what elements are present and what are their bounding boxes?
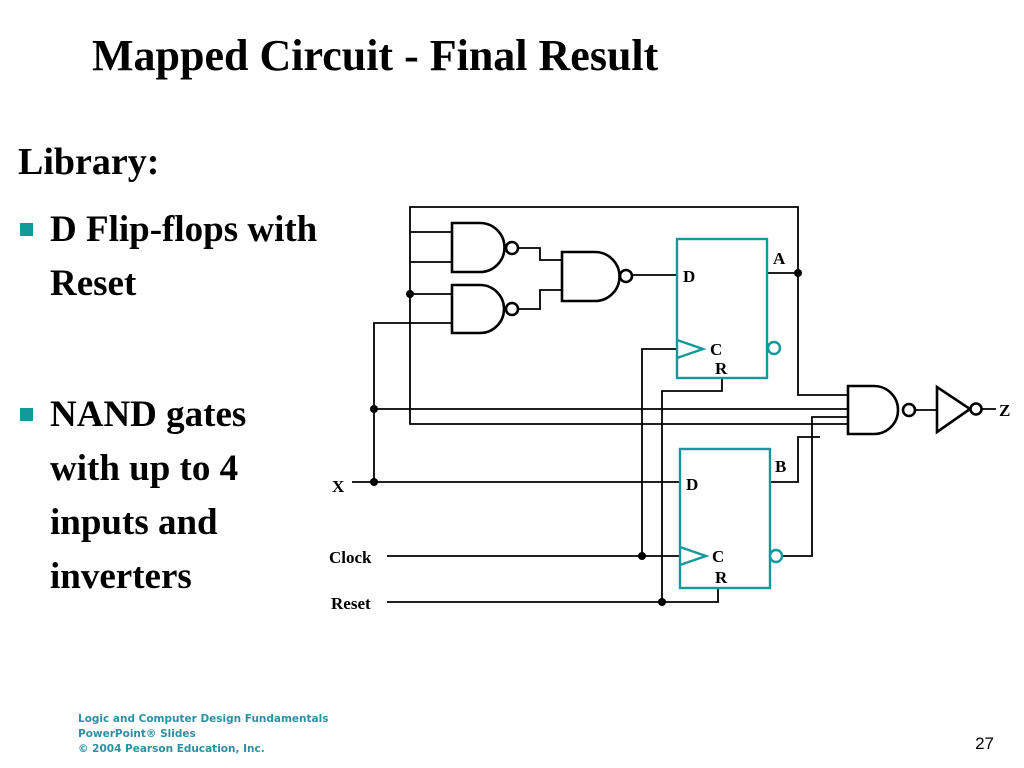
junction-dot xyxy=(370,478,378,486)
wire-clock xyxy=(387,348,680,557)
nand-gate-2-bubble xyxy=(504,301,520,317)
flipflop-b-box xyxy=(678,447,772,590)
junction-dot xyxy=(638,552,646,560)
flipflop-b-q-bar-bubble xyxy=(768,548,784,564)
flipflop-a-box xyxy=(675,237,769,380)
page-number: 27 xyxy=(975,734,994,753)
square-bullet-icon xyxy=(20,223,33,236)
bullet-item: NAND gates with up to 4 inputs and inver… xyxy=(18,388,320,604)
nand-gate-4 xyxy=(846,384,900,436)
flipflop-b-d-label: D xyxy=(686,475,698,494)
flipflop-a-output-label: A xyxy=(773,249,786,268)
flipflop-b-r-label: R xyxy=(715,568,728,587)
junction-dot xyxy=(370,405,378,413)
nand-gate-1-bubble xyxy=(504,240,520,256)
flipflop-b-c-label: C xyxy=(712,547,724,566)
flipflop-b-clock-triangle xyxy=(679,545,710,567)
inverter-bubble xyxy=(969,402,983,416)
nand-gate-2 xyxy=(450,283,506,335)
flipflop-a-c-label: C xyxy=(710,340,722,359)
wire-nand1-out xyxy=(519,247,562,261)
footer-line: © 2004 Pearson Education, Inc. xyxy=(78,743,265,755)
footer-line: PowerPoint® Slides xyxy=(78,728,196,740)
footer-line: Logic and Computer Design Fundamentals xyxy=(78,713,329,725)
inverter-gate xyxy=(935,384,973,435)
input-reset-label: Reset xyxy=(331,594,371,613)
flipflop-a-clock-triangle xyxy=(676,338,707,360)
bullet-item: D Flip-flops with Reset xyxy=(18,203,320,311)
junction-dot xyxy=(406,290,414,298)
wire-a-feedback xyxy=(409,206,848,396)
flipflop-a-r-label: R xyxy=(715,359,728,378)
nand-gate-3-bubble xyxy=(618,268,634,284)
flipflop-a-q-bar-bubble xyxy=(766,340,782,356)
footer-copyright: Logic and Computer Design Fundamentals P… xyxy=(78,712,328,757)
input-clock-label: Clock xyxy=(329,548,372,567)
bullet-text: D Flip-flops with Reset xyxy=(50,209,318,304)
nand-gate-3 xyxy=(560,250,621,303)
square-bullet-icon xyxy=(20,408,33,421)
junction-dot xyxy=(658,598,666,606)
wire-b-complement xyxy=(781,416,848,557)
output-z-label: Z xyxy=(999,401,1010,420)
junction-dot xyxy=(794,269,802,277)
flipflop-b-output-label: B xyxy=(775,457,786,476)
wire-nand2-out xyxy=(519,289,562,310)
library-heading: Library: xyxy=(18,141,160,183)
wire-b-output xyxy=(770,436,820,483)
wire-reset xyxy=(387,378,723,603)
wire-x-to-nand2 xyxy=(373,322,452,482)
input-x-label: X xyxy=(332,477,345,496)
nand-gate-1 xyxy=(450,221,506,274)
flipflop-a-d-label: D xyxy=(683,267,695,286)
nand-gate-4-bubble xyxy=(901,402,917,418)
bullet-text: NAND gates with up to 4 inputs and inver… xyxy=(50,394,247,597)
slide-title: Mapped Circuit - Final Result xyxy=(92,31,659,80)
